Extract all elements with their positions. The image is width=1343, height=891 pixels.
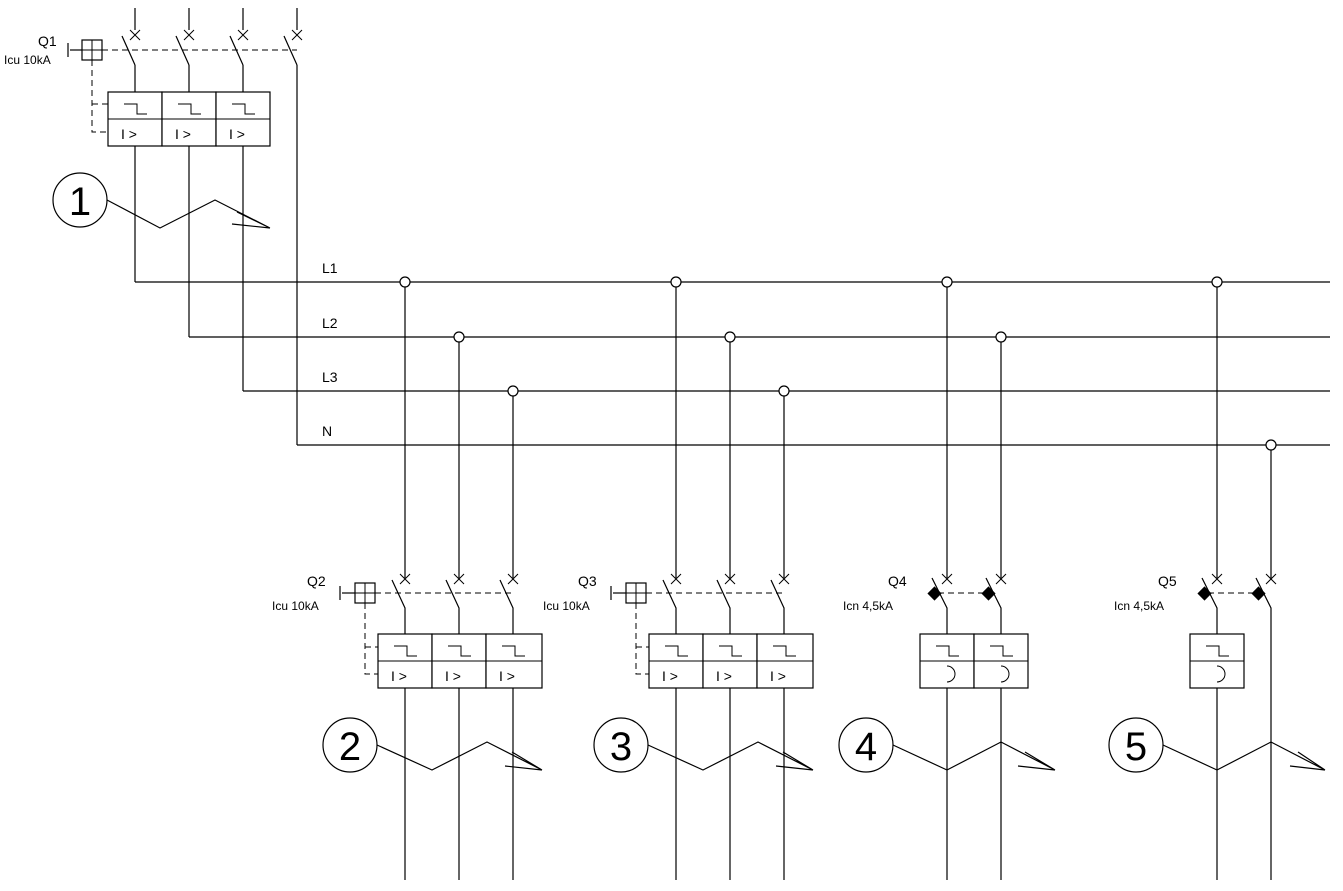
busbar-label-n: N <box>322 423 332 439</box>
breaker-rating: Icu 10kA <box>543 599 590 613</box>
trip-symbol: I > <box>229 126 245 142</box>
callout-number: 4 <box>855 725 877 769</box>
breaker-id: Q4 <box>888 573 907 589</box>
breaker-rating: Icu 10kA <box>272 599 319 613</box>
busbar-taps <box>399 276 1277 578</box>
callout-number: 1 <box>69 180 91 224</box>
busbar-label-l3: L3 <box>322 369 338 385</box>
breaker-q4: Q4 Icn 4,5kA 4 <box>838 573 1056 880</box>
breaker-q1: I > I > I > Q1 Icu 10kA 1 <box>4 8 303 445</box>
breaker-id: Q2 <box>307 573 326 589</box>
callout-number: 2 <box>339 725 361 769</box>
callout-number: 5 <box>1125 725 1147 769</box>
busbar-label-l2: L2 <box>322 315 338 331</box>
breaker-id: Q3 <box>578 573 597 589</box>
trip-symbol: I > <box>121 126 137 142</box>
trip-units-q1 <box>107 91 271 147</box>
trip-symbol: I > <box>716 668 732 684</box>
trip-symbol: I > <box>662 668 678 684</box>
breaker-q3: I > I > I > Q3 Icu 10kA 3 <box>543 573 814 880</box>
trip-symbol: I > <box>175 126 191 142</box>
breaker-id: Q5 <box>1158 573 1177 589</box>
busbar-label-l1: L1 <box>322 260 338 276</box>
isolator-marks <box>129 29 303 41</box>
callout-number: 3 <box>610 725 632 769</box>
incoming-lines <box>134 8 298 30</box>
breaker-rating: Icn 4,5kA <box>1114 599 1164 613</box>
breaker-q5: Q5 Icn 4,5kA 5 <box>1108 573 1326 880</box>
busbars: L1 L2 L3 N <box>135 260 1330 446</box>
cable-leader <box>106 199 271 229</box>
breaker-rating: Icu 10kA <box>4 53 51 67</box>
breaker-id: Q1 <box>38 33 57 49</box>
breaker-q2: I > I > I > Q2 Icu 10kA 2 <box>272 573 543 880</box>
trip-symbol: I > <box>770 668 786 684</box>
breaker-rating: Icn 4,5kA <box>843 599 893 613</box>
trip-symbol: I > <box>445 668 461 684</box>
trip-symbol: I > <box>499 668 515 684</box>
trip-symbol: I > <box>391 668 407 684</box>
